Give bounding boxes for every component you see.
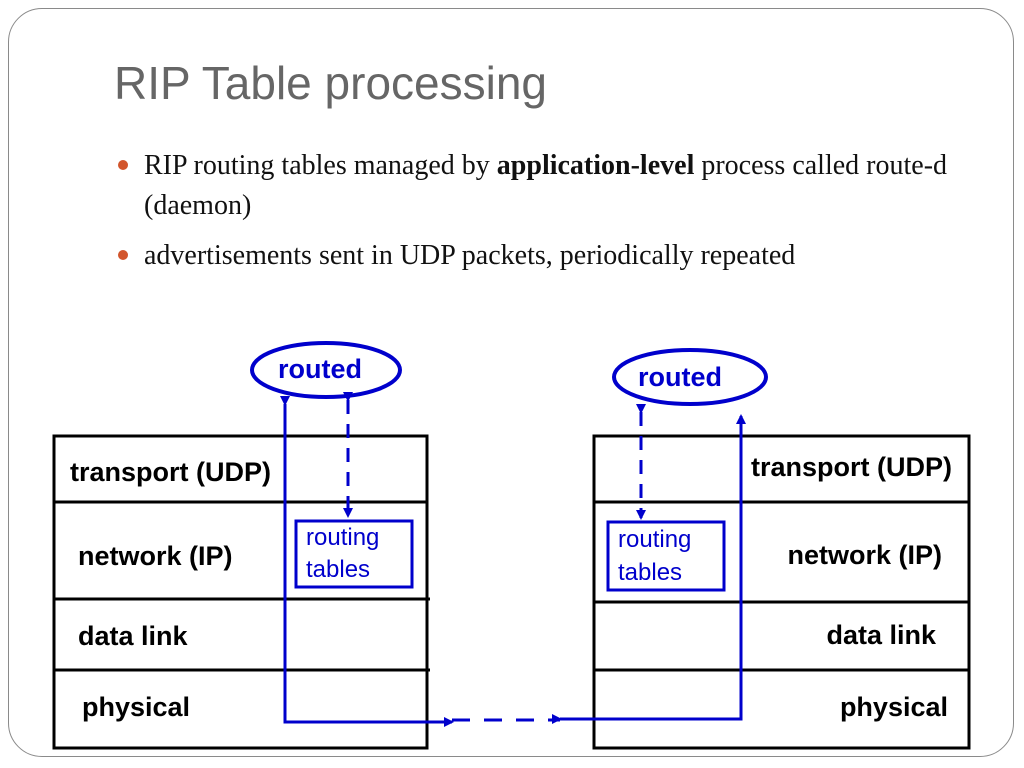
left-routed-label: routed — [278, 354, 362, 384]
right-routed-label: routed — [638, 362, 722, 392]
slide-frame — [8, 8, 1014, 757]
left-tables-label: tables — [306, 556, 370, 583]
left-network-label: network (IP) — [78, 541, 233, 571]
right-routing-label: routing — [618, 526, 691, 553]
bullet-text: process called route-d (daemon) — [144, 150, 948, 221]
right-physical-label: physical — [840, 692, 948, 722]
right-data-path-arrow — [552, 414, 746, 724]
left-stack: transport (UDP) network (IP) data link p… — [52, 341, 430, 750]
left-datalink-label: data link — [78, 621, 189, 651]
right-stack: transport (UDP) network (IP) data link p… — [592, 348, 971, 750]
bullet-text: RIP routing tables managed by — [144, 150, 497, 181]
slide-title: RIP Table processing — [114, 57, 548, 109]
bullet-item: RIP routing tables managed by applicatio… — [118, 146, 958, 226]
left-transport-label: transport (UDP) — [70, 457, 271, 487]
left-physical-label: physical — [82, 692, 190, 722]
bullet-bold-text: application-level — [496, 150, 695, 181]
right-tables-label: tables — [618, 559, 682, 586]
bullet-list: RIP routing tables managed by applicatio… — [118, 146, 958, 286]
right-routed-ellipse — [612, 348, 768, 406]
right-transport-label: transport (UDP) — [751, 452, 952, 482]
bullet-dot-icon — [118, 250, 128, 260]
bullet-dot-icon — [118, 160, 128, 170]
right-datalink-label: data link — [826, 620, 937, 650]
left-routing-label: routing — [306, 524, 379, 551]
bullet-text: advertisements sent in UDP packets, peri… — [144, 240, 796, 271]
right-network-label: network (IP) — [787, 540, 942, 570]
connectors — [280, 392, 746, 727]
left-data-path-arrow — [280, 396, 454, 727]
bullet-item: advertisements sent in UDP packets, peri… — [118, 236, 958, 276]
